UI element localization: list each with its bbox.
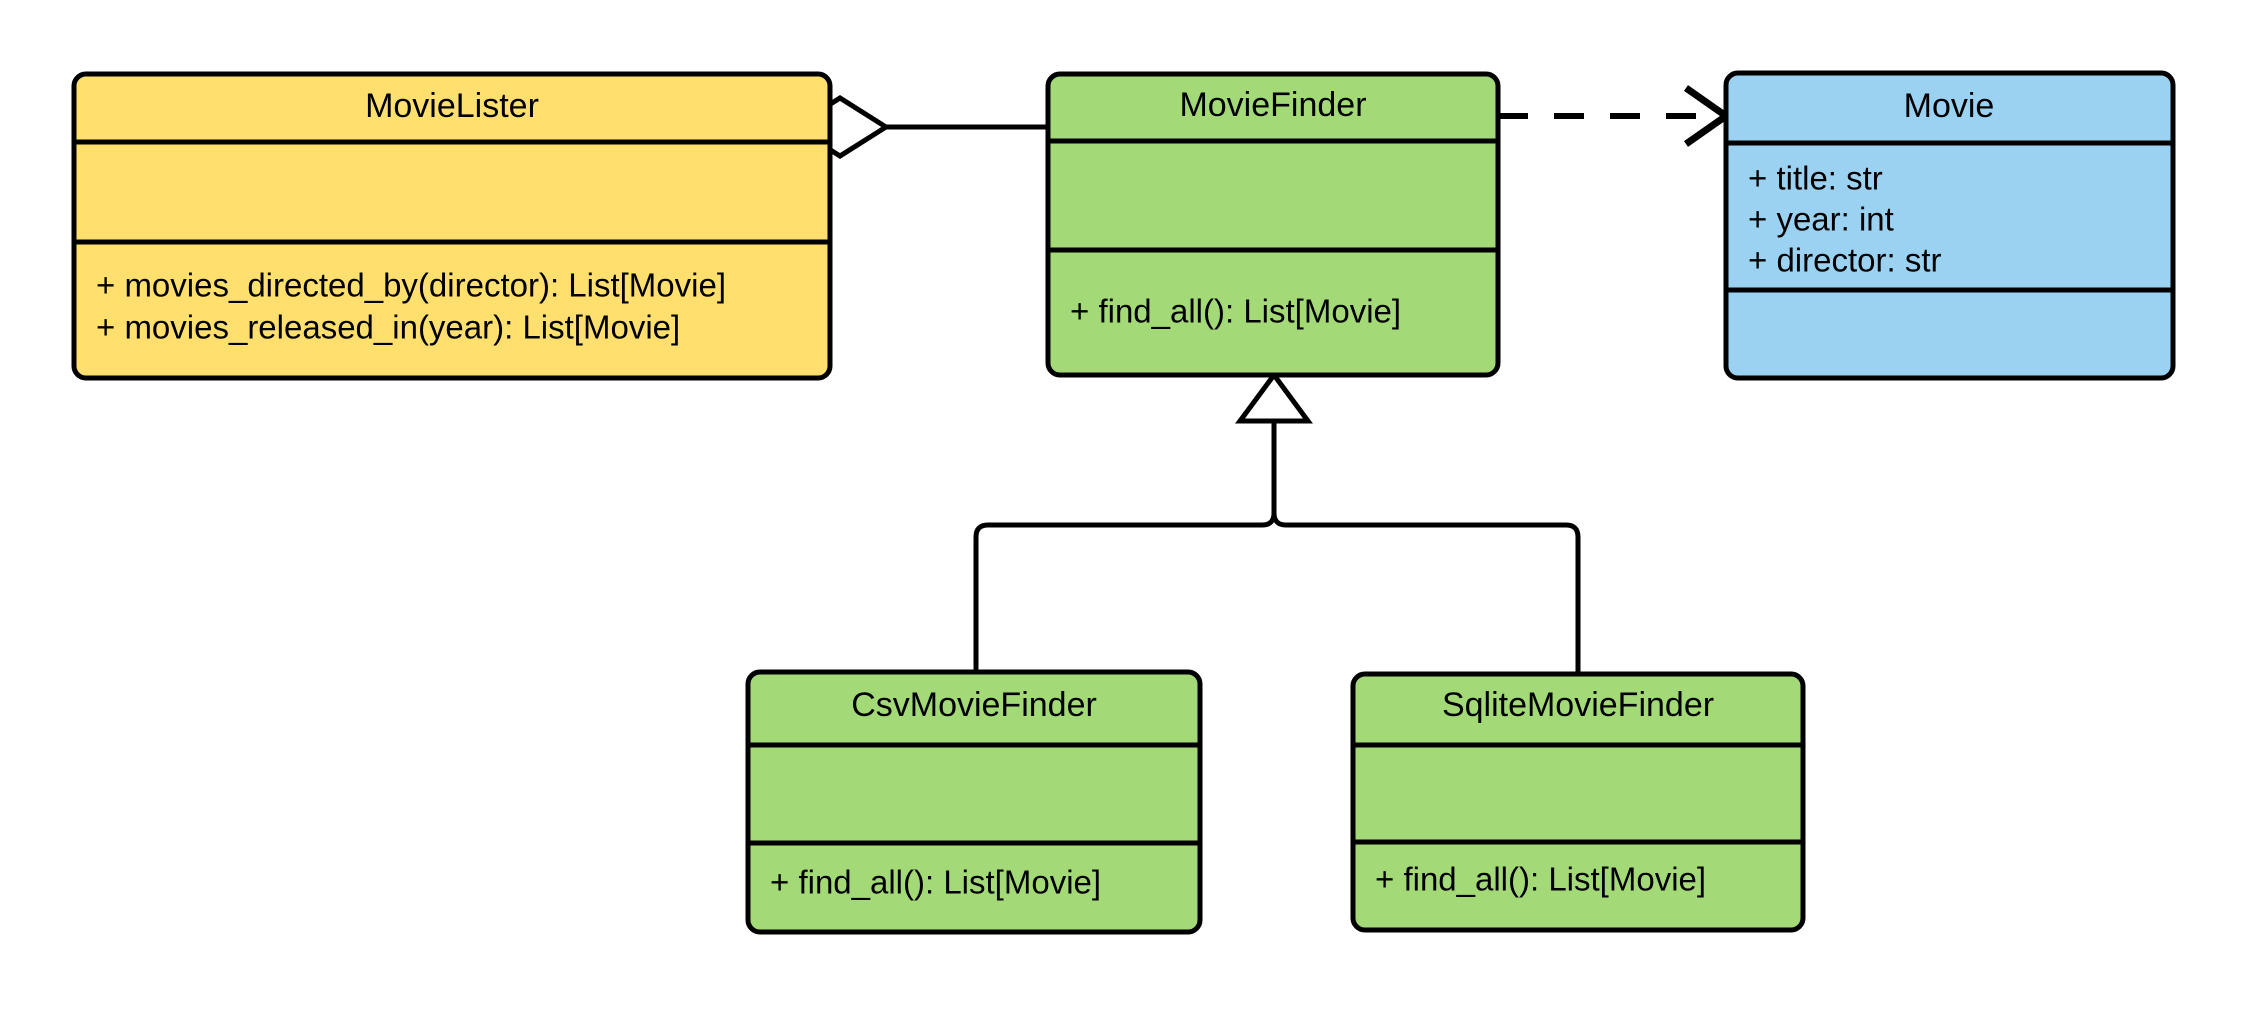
- sqlite-movie-finder-frame: [1350, 671, 1806, 933]
- movie-lister-method-1: + movies_directed_by(director): List[Mov…: [96, 267, 726, 304]
- csv-movie-finder-title: CsvMovieFinder: [851, 686, 1097, 724]
- generalization-line-csv: [973, 421, 1277, 672]
- movie-finder-frame: [1045, 71, 1501, 378]
- csv-movie-finder-method-1: + find_all(): List[Movie]: [770, 864, 1101, 901]
- movie-attribute-1: + title: str: [1748, 160, 1883, 197]
- movie-title: Movie: [1904, 87, 1995, 125]
- class-box-movie-lister[interactable]: MovieLister + movies_directed_by(directo…: [71, 71, 833, 381]
- class-box-sqlite-movie-finder[interactable]: SqliteMovieFinder + find_all(): List[Mov…: [1350, 671, 1806, 933]
- hollow-triangle-icon: [1235, 370, 1313, 424]
- movie-lister-method-2: + movies_released_in(year): List[Movie]: [96, 309, 680, 346]
- class-box-csv-movie-finder[interactable]: CsvMovieFinder + find_all(): List[Movie]: [745, 669, 1203, 935]
- class-box-movie[interactable]: Movie + title: str + year: int + directo…: [1723, 70, 2176, 381]
- movie-frame: [1723, 70, 2176, 381]
- sqlite-movie-finder-method-1: + find_all(): List[Movie]: [1375, 861, 1706, 898]
- movie-attribute-2: + year: int: [1748, 201, 1894, 238]
- class-box-movie-finder[interactable]: MovieFinder + find_all(): List[Movie]: [1045, 71, 1501, 378]
- movie-finder-method-1: + find_all(): List[Movie]: [1070, 293, 1401, 330]
- sqlite-movie-finder-title: SqliteMovieFinder: [1442, 686, 1714, 724]
- movie-finder-title: MovieFinder: [1179, 86, 1366, 124]
- relationship-generalization-tree[interactable]: [973, 370, 1581, 674]
- generalization-line-sqlite: [1271, 421, 1581, 674]
- movie-lister-title: MovieLister: [365, 87, 539, 125]
- movie-attribute-3: + director: str: [1748, 242, 1941, 279]
- relationship-dependency-finder-movie[interactable]: [1498, 85, 1733, 147]
- movie-lister-frame: [71, 71, 833, 381]
- csv-movie-finder-frame: [745, 669, 1203, 935]
